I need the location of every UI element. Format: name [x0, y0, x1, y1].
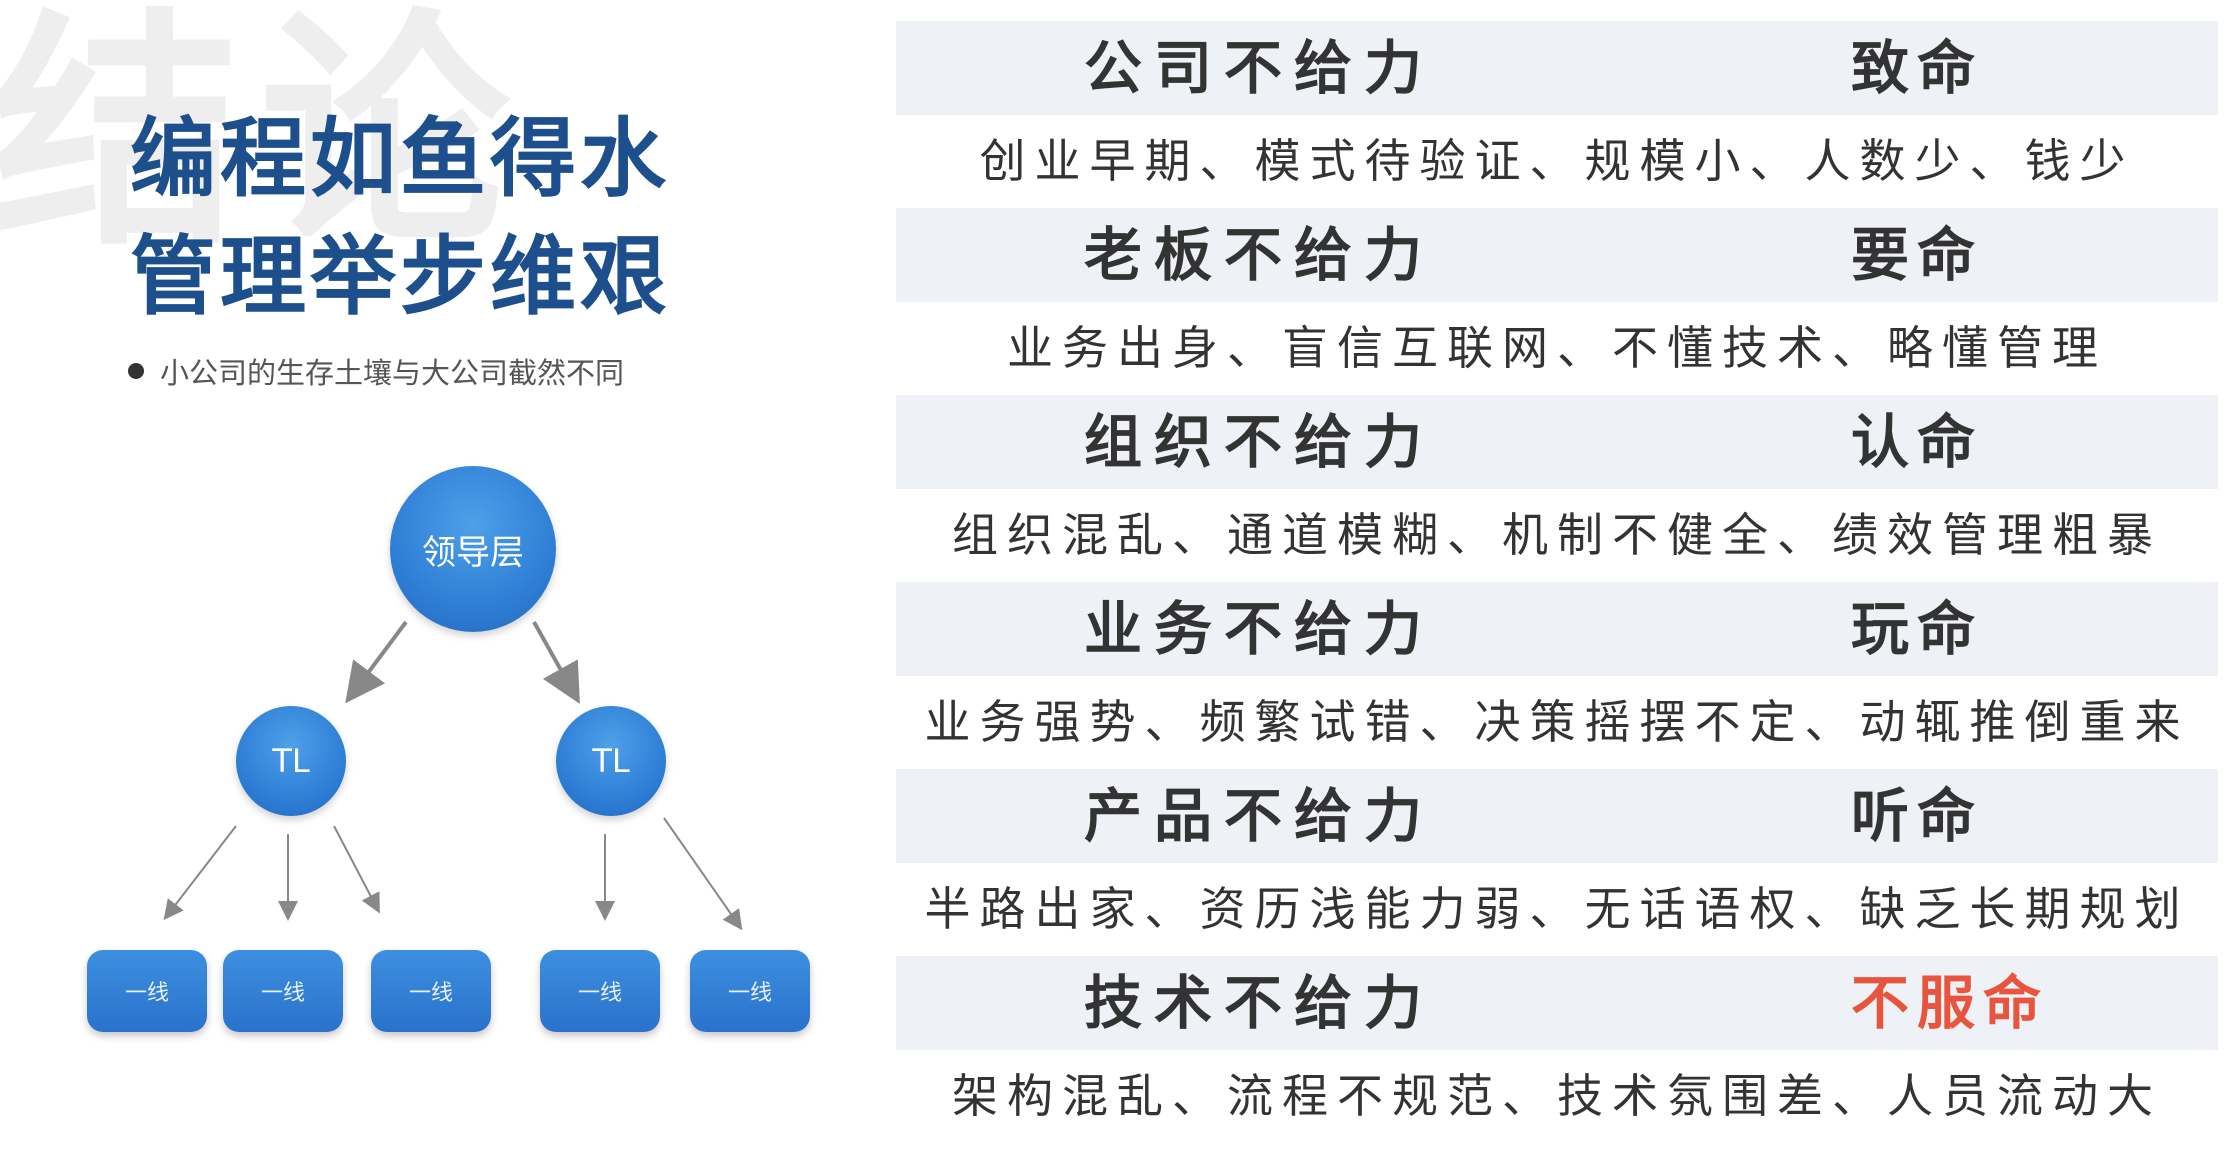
factor-title: 技术不给力 [1084, 969, 1435, 1037]
factor-header-row: 组织不给力 认命 [896, 395, 2218, 489]
header-band [896, 21, 2218, 115]
arrow-leader-to-tl-right [532, 621, 580, 704]
factor-block-1: 公司不给力 致命 创业早期、模式待验证、规模小、人数少、钱少 [896, 21, 2218, 208]
factor-block-3: 组织不给力 认命 组织混乱、通道模糊、机制不健全、绩效管理粗暴 [896, 395, 2218, 582]
org-chart: 领导层 TL TL 一线 一线 一线 一线 一线 [0, 0, 900, 1158]
watermark-text: 结论 [0, 0, 530, 279]
factor-block-2: 老板不给力 要命 业务出身、盲信互联网、不懂技术、略懂管理 [896, 208, 2218, 395]
factor-verdict: 不服命 [1851, 969, 2050, 1037]
factor-verdict: 要命 [1851, 221, 1984, 289]
factor-detail: 组织混乱、通道模糊、机制不健全、绩效管理粗暴 [952, 508, 2162, 562]
factor-header-row: 业务不给力 玩命 [896, 582, 2218, 676]
org-node-tl-left: TL [236, 706, 346, 816]
header-band [896, 769, 2218, 863]
org-leaf-2: 一线 [223, 950, 343, 1032]
factor-title: 产品不给力 [1084, 782, 1435, 850]
header-band [896, 582, 2218, 676]
arrow-leader-to-tl-left [345, 620, 408, 704]
factor-detail: 业务强势、频繁试错、决策摇摆不定、动辄推倒重来 [924, 695, 2190, 749]
heading-line-2: 管理举步维艰 [130, 227, 670, 327]
org-leaf-4: 一线 [540, 950, 660, 1032]
factor-verdict: 听命 [1851, 782, 1984, 850]
factor-verdict: 致命 [1851, 34, 1984, 102]
bullet-dot-icon [128, 363, 144, 379]
header-band [896, 395, 2218, 489]
factor-block-5: 产品不给力 听命 半路出家、资历浅能力弱、无话语权、缺乏长期规划 [896, 769, 2218, 956]
header-band [896, 208, 2218, 302]
factor-header-row: 技术不给力 不服命 [896, 956, 2218, 1050]
page-heading: 编程如鱼得水 管理举步维艰 [130, 100, 670, 336]
heading-line-1: 编程如鱼得水 [130, 109, 670, 209]
factor-verdict: 认命 [1851, 408, 1984, 476]
factor-title: 公司不给力 [1084, 34, 1435, 102]
factor-title: 老板不给力 [1084, 221, 1435, 289]
factor-title: 组织不给力 [1084, 408, 1435, 476]
org-leaf-5: 一线 [690, 950, 810, 1032]
factor-header-row: 老板不给力 要命 [896, 208, 2218, 302]
arrow-tl-right-to-leaf-5 [663, 817, 743, 931]
org-leaf-3: 一线 [371, 950, 491, 1032]
bullet-point: 小公司的生存土壤与大公司截然不同 [128, 350, 624, 392]
factor-header-row: 公司不给力 致命 [896, 21, 2218, 115]
arrow-tl-left-to-leaf-1 [163, 825, 237, 921]
header-band [896, 956, 2218, 1050]
org-leaf-1: 一线 [87, 950, 207, 1032]
factor-table: 公司不给力 致命 创业早期、模式待验证、规模小、人数少、钱少 老板不给力 要命 … [896, 21, 2218, 1143]
factor-block-6: 技术不给力 不服命 架构混乱、流程不规范、技术氛围差、人员流动大 [896, 956, 2218, 1143]
bullet-text: 小公司的生存土壤与大公司截然不同 [160, 356, 625, 390]
factor-header-row: 产品不给力 听命 [896, 769, 2218, 863]
factor-detail: 创业早期、模式待验证、规模小、人数少、钱少 [979, 134, 2135, 188]
factor-detail: 业务出身、盲信互联网、不懂技术、略懂管理 [1007, 321, 2107, 375]
factor-block-4: 业务不给力 玩命 业务强势、频繁试错、决策摇摆不定、动辄推倒重来 [896, 582, 2218, 769]
org-chart-arrows [163, 620, 743, 931]
org-node-tl-right: TL [556, 706, 666, 816]
factor-detail: 半路出家、资历浅能力弱、无话语权、缺乏长期规划 [924, 882, 2190, 936]
factor-detail: 架构混乱、流程不规范、技术氛围差、人员流动大 [952, 1069, 2162, 1123]
org-node-leader: 领导层 [390, 466, 556, 632]
factor-verdict: 玩命 [1851, 595, 1984, 663]
arrow-tl-left-to-leaf-3 [333, 825, 380, 914]
factor-title: 业务不给力 [1084, 595, 1435, 663]
